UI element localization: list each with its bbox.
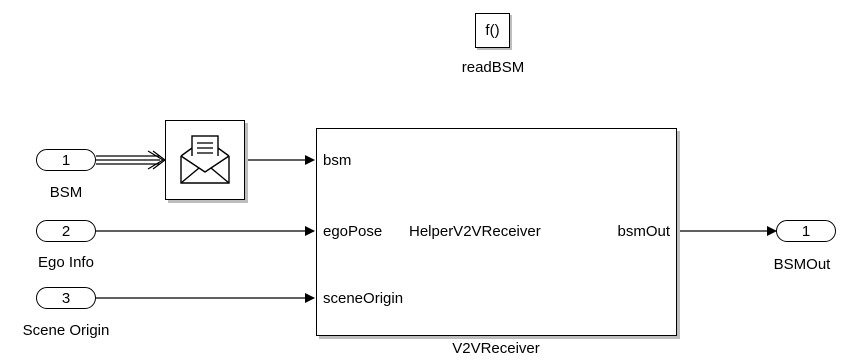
- subsystem-title: HelperV2VReceiver: [409, 223, 541, 240]
- input-port-label-bsm: bsm: [323, 152, 352, 169]
- outport-1-number: 1: [801, 222, 811, 240]
- inport-1-name: BSM: [49, 184, 83, 201]
- subsystem-name: V2VReceiver: [452, 340, 540, 357]
- inport-1[interactable]: 1: [36, 149, 96, 171]
- outport-1-name: BSMOut: [773, 256, 831, 273]
- function-block-name: readBSM: [461, 59, 525, 76]
- subsystem-block[interactable]: bsm egoPose sceneOrigin HelperV2VReceive…: [316, 128, 677, 336]
- output-port-label-bsmout: bsmOut: [617, 223, 670, 240]
- inport-3[interactable]: 3: [36, 287, 96, 309]
- input-port-label-egopose: egoPose: [323, 223, 383, 240]
- envelope-message-icon: [180, 135, 230, 184]
- outport-1[interactable]: 1: [776, 220, 836, 242]
- inport-1-number: 1: [61, 151, 71, 169]
- inport-2[interactable]: 2: [36, 220, 96, 242]
- inport-2-name: Ego Info: [38, 254, 94, 271]
- inport-3-number: 3: [61, 289, 71, 307]
- inport-3-name: Scene Origin: [22, 322, 110, 339]
- function-block[interactable]: f(): [475, 13, 510, 48]
- input-port-label-sceneorigin: sceneOrigin: [323, 290, 404, 307]
- inport-2-number: 2: [61, 222, 71, 240]
- bus-line-bsm: [96, 150, 166, 170]
- function-block-text: f(): [485, 22, 500, 39]
- message-receive-block[interactable]: [165, 120, 245, 200]
